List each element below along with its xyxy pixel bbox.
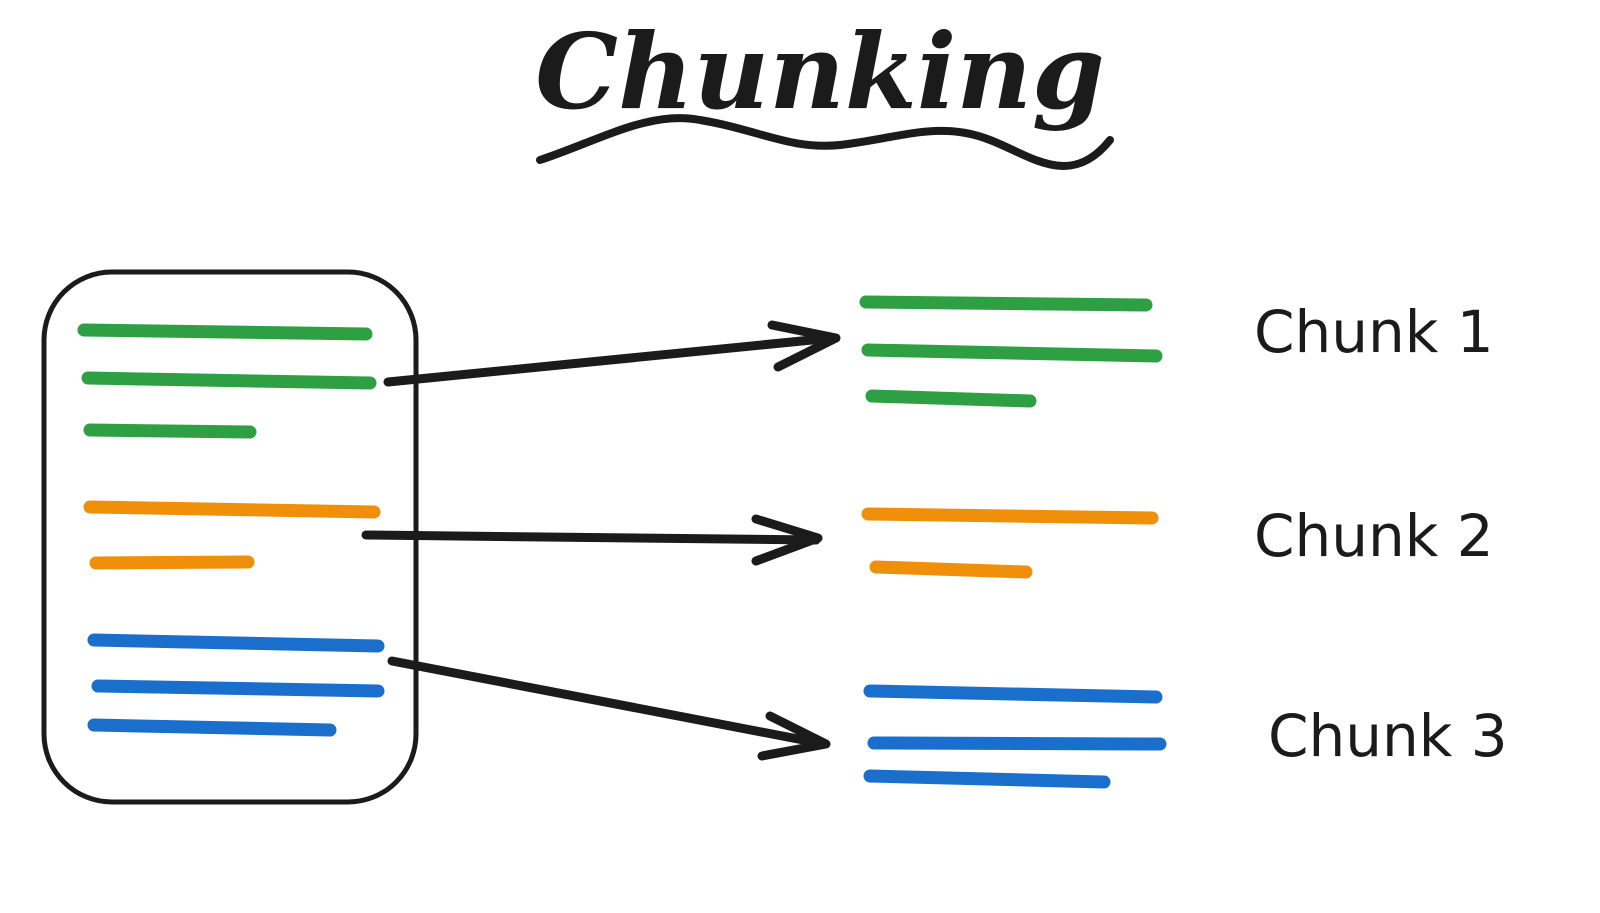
output-chunk-3-line-1: [863, 684, 1163, 704]
source-chunk-2-line-1: [83, 500, 381, 519]
source-lines: [77, 323, 385, 737]
output-chunk-1-line-2: [861, 343, 1163, 363]
chunk-label-2: Chunk 2: [1254, 502, 1494, 570]
output-chunk-1-line-1: [859, 295, 1153, 312]
source-chunk-1-line-2: [81, 371, 377, 390]
chunk-label-1: Chunk 1: [1254, 298, 1494, 366]
arrow-chunk-1: [383, 320, 841, 387]
output-chunk-3-line-3: [863, 769, 1111, 789]
output-chunk-2-line-2: [869, 560, 1033, 579]
chunk-labels: Chunk 1 Chunk 2 Chunk 3: [1254, 298, 1508, 770]
source-chunk-3-line-1: [87, 633, 385, 653]
arrows: [361, 320, 841, 761]
diagram-title: Chunking: [535, 10, 1105, 133]
source-chunk-1-line-3: [83, 423, 257, 439]
source-chunk-3-line-2: [91, 679, 385, 698]
chunk-label-3: Chunk 3: [1268, 702, 1508, 770]
output-chunk-2-line-1: [861, 507, 1159, 525]
source-chunk-3-line-3: [87, 718, 337, 737]
output-chunk-1-line-3: [865, 389, 1037, 408]
arrow-chunk-3: [387, 656, 831, 761]
source-chunk-2-line-2: [89, 555, 255, 570]
output-chunk-3-line-2: [867, 736, 1167, 751]
chunk-lines: [859, 295, 1167, 789]
title-underline: [536, 114, 1114, 170]
arrow-chunk-2: [361, 514, 823, 566]
source-chunk-1-line-1: [77, 323, 373, 341]
